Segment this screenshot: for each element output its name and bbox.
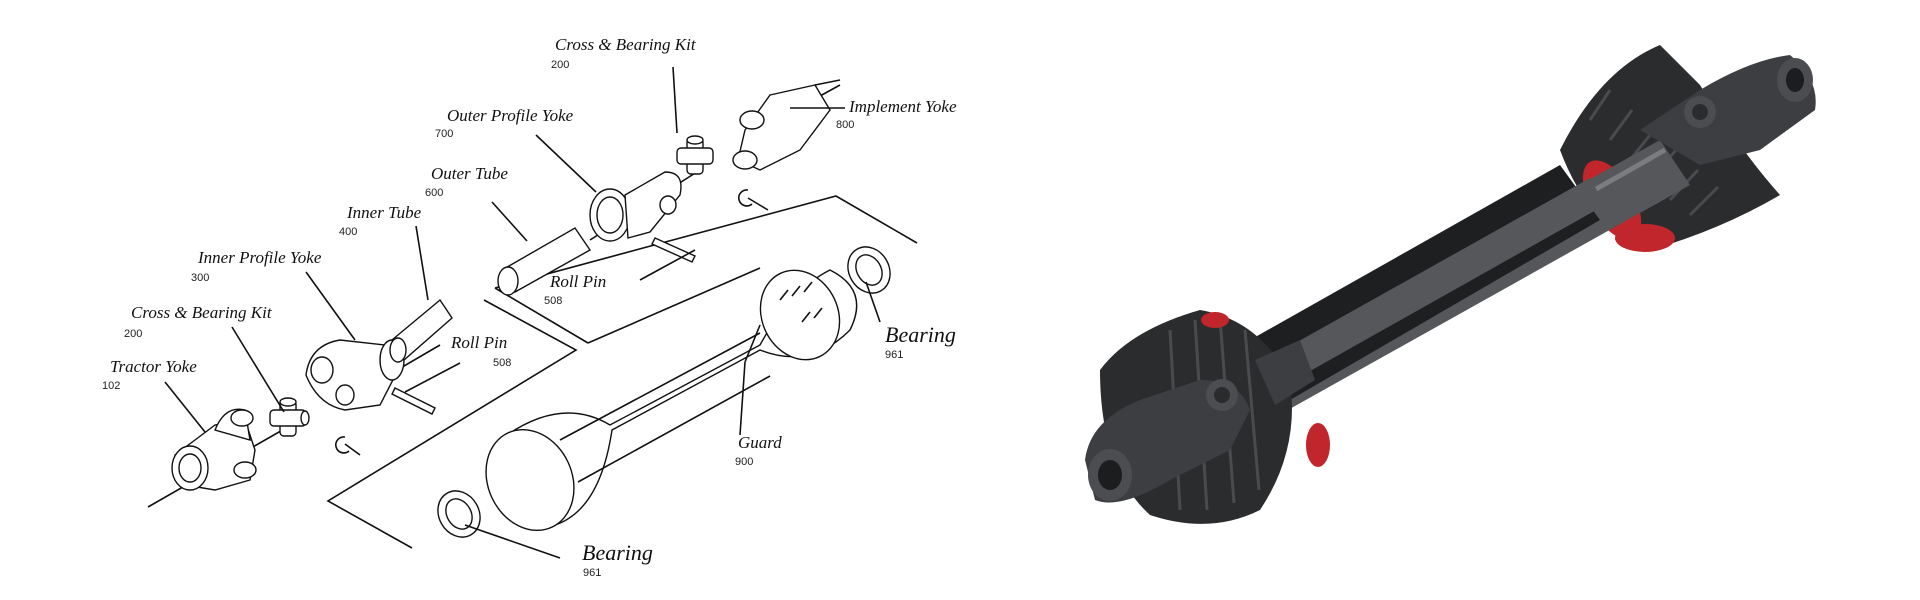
- label-outer-profile-yoke: Outer Profile Yoke 700: [435, 106, 574, 140]
- roll-pin-lower-part: [391, 387, 436, 415]
- label-roll-pin-upper: Roll Pin 508: [544, 272, 606, 307]
- label-name: Inner Tube: [346, 203, 422, 222]
- label-number: 200: [551, 59, 569, 71]
- label-number: 700: [435, 128, 453, 140]
- pto-shaft-render: [1085, 45, 1816, 524]
- guard-bracket-lower: [326, 299, 578, 549]
- guard-bracket-upper: [494, 195, 918, 344]
- label-cross-kit-lower: Cross & Bearing Kit 200: [124, 303, 273, 340]
- cross-kit-upper-part: [676, 135, 714, 175]
- inner-profile-yoke-part: [305, 339, 405, 411]
- label-name: Cross & Bearing Kit: [555, 35, 697, 54]
- label-guard: Guard 900: [735, 433, 782, 468]
- exploded-diagram: Cross & Bearing Kit 200 Implement Yoke 8…: [102, 35, 957, 579]
- label-name: Roll Pin: [450, 333, 507, 352]
- render-yoke-left: [1085, 340, 1315, 503]
- label-name: Implement Yoke: [848, 97, 957, 116]
- outer-profile-yoke-part: [589, 171, 682, 242]
- label-roll-pin-lower: Roll Pin 508: [450, 333, 511, 369]
- label-number: 800: [836, 119, 854, 131]
- outer-tube-part: [497, 227, 592, 296]
- label-number: 300: [191, 272, 209, 284]
- label-bearing-bottom: Bearing 961: [582, 540, 653, 579]
- label-inner-profile-yoke: Inner Profile Yoke 300: [191, 248, 322, 284]
- circlip-lower: [335, 436, 361, 456]
- implement-yoke-part: [732, 79, 841, 171]
- label-inner-tube: Inner Tube 400: [339, 203, 422, 238]
- label-name: Roll Pin: [549, 272, 606, 291]
- label-number: 102: [102, 380, 120, 392]
- label-outer-tube: Outer Tube 600: [425, 164, 508, 199]
- label-number: 508: [544, 295, 562, 307]
- label-name: Cross & Bearing Kit: [131, 303, 273, 322]
- label-tractor-yoke: Tractor Yoke 102: [102, 357, 197, 392]
- label-name: Outer Profile Yoke: [447, 106, 574, 125]
- label-number: 961: [583, 567, 601, 579]
- render-yoke-right: [1640, 55, 1816, 165]
- label-number: 900: [735, 456, 753, 468]
- label-bearing-right: Bearing 961: [885, 322, 956, 361]
- label-number: 400: [339, 226, 357, 238]
- inner-tube-part: [389, 298, 453, 363]
- label-number: 200: [124, 328, 142, 340]
- bearing-bottom-part: [437, 490, 481, 538]
- label-cross-kit-upper: Cross & Bearing Kit 200: [551, 35, 697, 71]
- label-name: Inner Profile Yoke: [197, 248, 322, 267]
- cross-kit-lower-part: [269, 397, 310, 437]
- label-name: Outer Tube: [431, 164, 508, 183]
- leader-lines: [164, 66, 881, 559]
- roll-pin-upper-part: [651, 237, 696, 263]
- label-number: 508: [493, 357, 511, 369]
- bearing-right-part: [847, 246, 891, 294]
- circlip-upper: [738, 189, 769, 211]
- label-name: Bearing: [885, 322, 956, 347]
- label-name: Tractor Yoke: [110, 357, 197, 376]
- label-implement-yoke: Implement Yoke 800: [836, 97, 957, 131]
- label-number: 961: [885, 349, 903, 361]
- label-name: Bearing: [582, 540, 653, 565]
- label-name: Guard: [738, 433, 782, 452]
- label-number: 600: [425, 187, 443, 199]
- guard-part: [485, 269, 858, 532]
- tractor-yoke-part: [171, 408, 257, 491]
